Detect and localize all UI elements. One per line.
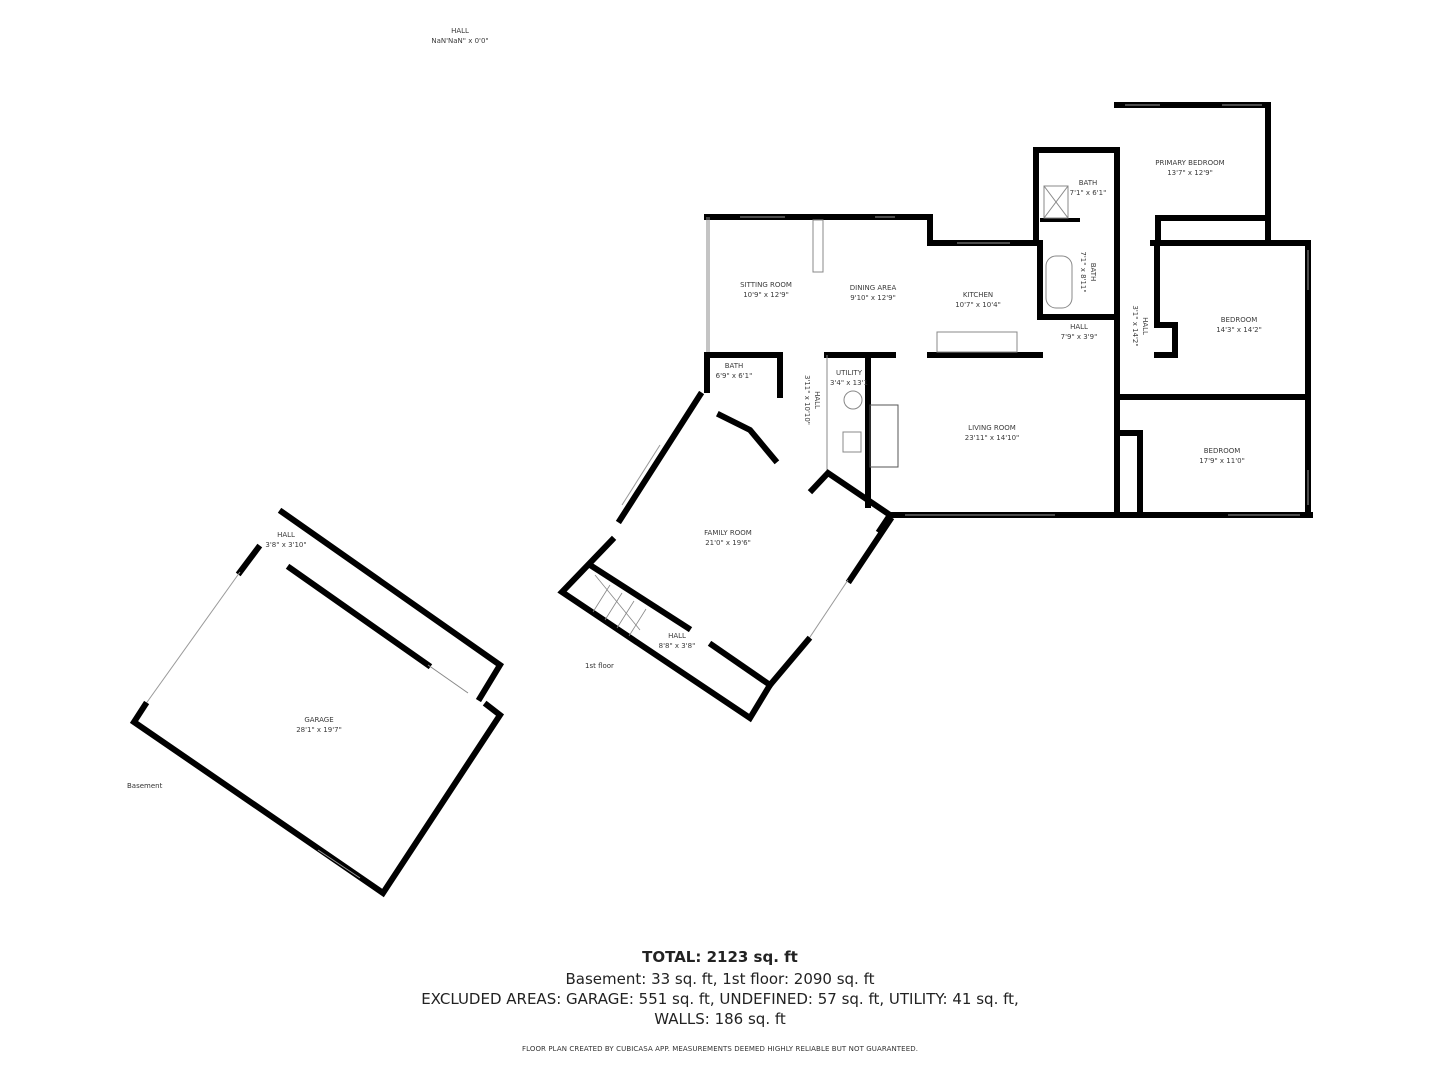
total-area: TOTAL: 2123 sq. ft bbox=[642, 948, 798, 966]
room-label-hall-2: HALL 3'1" x 14'2" bbox=[1130, 305, 1150, 346]
room-dimensions: 23'11" x 14'10" bbox=[964, 434, 1020, 442]
room-label-primary-bedroom: PRIMARY BEDROOM 13'7" x 12'9" bbox=[1155, 158, 1224, 178]
room-label-hall-3: HALL 3'11" x 10'10" bbox=[802, 375, 822, 425]
room-name: UTILITY bbox=[836, 369, 862, 377]
room-name: LIVING ROOM bbox=[968, 424, 1016, 432]
room-dimensions: 8'8" x 3'8" bbox=[658, 642, 696, 650]
room-label-hall-basement: HALL 3'8" x 3'10" bbox=[265, 530, 306, 550]
room-label-hall-1: HALL 7'9" x 3'9" bbox=[1061, 322, 1098, 342]
room-dimensions: 17'9" x 11'0" bbox=[1199, 457, 1245, 465]
room-label-bedroom-2: BEDROOM 17'9" x 11'0" bbox=[1199, 446, 1245, 466]
floor-areas: Basement: 33 sq. ft, 1st floor: 2090 sq.… bbox=[565, 970, 875, 988]
room-name: HALL bbox=[668, 632, 686, 640]
room-name: BEDROOM bbox=[1220, 316, 1258, 324]
room-dimensions: 28'1" x 19'7" bbox=[296, 726, 342, 734]
room-label-family-room: FAMILY ROOM 21'0" x 19'6" bbox=[704, 528, 752, 548]
family-room-walls bbox=[557, 352, 895, 723]
floor-label-basement: Basement bbox=[127, 782, 163, 790]
excluded-areas: EXCLUDED AREAS: GARAGE: 551 sq. ft, UNDE… bbox=[421, 990, 1019, 1008]
room-label-bedroom-1: BEDROOM 14'3" x 14'2" bbox=[1216, 315, 1262, 335]
room-name: BATH bbox=[1078, 179, 1098, 187]
room-dimensions: 13'7" x 12'9" bbox=[1167, 169, 1213, 177]
room-label-kitchen: KITCHEN 10'7" x 10'4" bbox=[955, 290, 1001, 310]
room-name: DINING AREA bbox=[849, 284, 897, 292]
floor-label-1st-floor: 1st floor bbox=[585, 662, 614, 670]
room-dimensions: 3'8" x 3'10" bbox=[265, 541, 307, 549]
room-dimensions: 21'0" x 19'6" bbox=[705, 539, 751, 547]
room-name: GARAGE bbox=[304, 716, 334, 724]
room-label-garage: GARAGE 28'1" x 19'7" bbox=[296, 715, 342, 735]
disclaimer: FLOOR PLAN CREATED BY CUBICASA APP. MEAS… bbox=[521, 1045, 919, 1053]
room-name: HALL bbox=[1141, 317, 1149, 335]
room-dimensions: 10'7" x 10'4" bbox=[955, 301, 1001, 309]
room-dimensions: NaN'NaN" x 0'0" bbox=[431, 37, 489, 45]
room-name: HALL bbox=[451, 27, 469, 35]
room-label-dining-area: DINING AREA 9'10" x 12'9" bbox=[850, 283, 897, 303]
room-label-bath-small: BATH 6'9" x 6'1" bbox=[716, 361, 753, 381]
room-label-utility: UTILITY 3'4" x 13'1 bbox=[830, 368, 868, 388]
garage-walls bbox=[129, 507, 505, 898]
room-label-bath-hall: BATH 7'1" x 8'11" bbox=[1078, 251, 1098, 292]
room-name: PRIMARY BEDROOM bbox=[1155, 159, 1225, 167]
room-dimensions: 3'1" x 14'2" bbox=[1131, 305, 1139, 347]
room-dimensions: 7'9" x 3'9" bbox=[1060, 333, 1098, 341]
room-label-bath-primary: BATH 7'1" x 6'1" bbox=[1070, 178, 1107, 198]
room-name: BATH bbox=[724, 362, 744, 370]
room-dimensions: 14'3" x 14'2" bbox=[1216, 326, 1262, 334]
room-name: BATH bbox=[1089, 262, 1097, 282]
room-label-living-room: LIVING ROOM 23'11" x 14'10" bbox=[965, 423, 1020, 443]
room-dimensions: 6'9" x 6'1" bbox=[715, 372, 753, 380]
room-dimensions: 7'1" x 8'11" bbox=[1079, 251, 1087, 293]
room-name: HALL bbox=[813, 391, 821, 409]
room-label-hall-top: HALL NaN'NaN" x 0'0" bbox=[431, 26, 488, 46]
room-name: SITTING ROOM bbox=[740, 281, 792, 289]
room-name: HALL bbox=[277, 531, 295, 539]
room-dimensions: 10'9" x 12'9" bbox=[743, 291, 789, 299]
walls-area: WALLS: 186 sq. ft bbox=[654, 1010, 786, 1028]
first-floor-walls bbox=[704, 102, 1313, 535]
room-dimensions: 3'4" x 13'1 bbox=[830, 379, 868, 387]
room-name: HALL bbox=[1070, 323, 1088, 331]
room-name: FAMILY ROOM bbox=[704, 529, 752, 537]
room-name: BEDROOM bbox=[1203, 447, 1241, 455]
room-name: KITCHEN bbox=[962, 291, 994, 299]
room-label-hall-4: HALL 8'8" x 3'8" bbox=[659, 631, 696, 651]
room-label-sitting-room: SITTING ROOM 10'9" x 12'9" bbox=[740, 280, 792, 300]
room-dimensions: 7'1" x 6'1" bbox=[1069, 189, 1107, 197]
room-dimensions: 3'11" x 10'10" bbox=[803, 374, 811, 426]
room-dimensions: 9'10" x 12'9" bbox=[850, 294, 896, 302]
